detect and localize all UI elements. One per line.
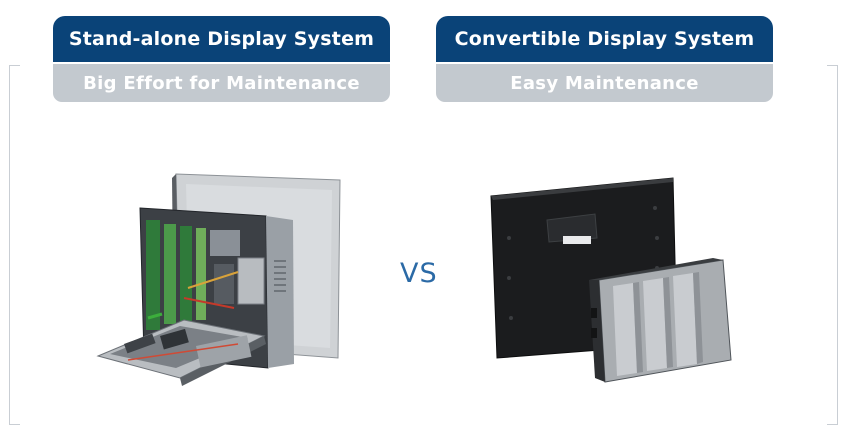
standalone-title: Stand-alone Display System	[53, 16, 390, 62]
standalone-display-system-image	[88, 168, 350, 404]
standalone-subtitle: Big Effort for Maintenance	[53, 64, 390, 102]
right-frame-bracket	[827, 65, 838, 425]
vs-label: VS	[400, 258, 438, 289]
left-frame-bracket	[9, 65, 20, 425]
convertible-subtitle: Easy Maintenance	[436, 64, 773, 102]
convertible-display-system-image	[487, 168, 737, 393]
standalone-header-card: Stand-alone Display System Big Effort fo…	[53, 16, 390, 102]
convertible-title: Convertible Display System	[436, 16, 773, 62]
convertible-header-card: Convertible Display System Easy Maintena…	[436, 16, 773, 102]
